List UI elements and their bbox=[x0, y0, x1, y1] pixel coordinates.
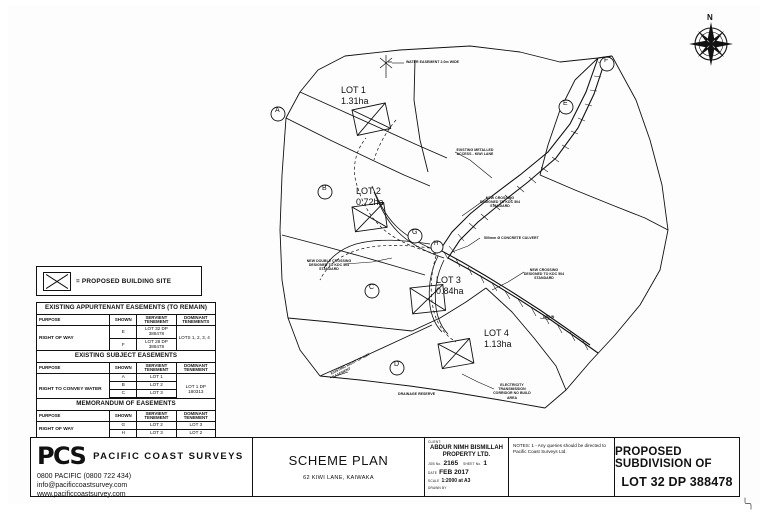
easement-marker-e: E bbox=[563, 100, 568, 107]
title-block: PCS PACIFIC COAST SURVEYS 0800 PACIFIC (… bbox=[30, 437, 740, 498]
easement-marker-a: A bbox=[275, 107, 280, 114]
easement-marker-b: B bbox=[322, 185, 327, 192]
easement-marker-c: C bbox=[369, 284, 375, 291]
cell-shown: A bbox=[109, 373, 138, 383]
cell-dominant: LOT 3 bbox=[175, 421, 217, 431]
table-memorandum-of-easements: MEMORANDUM OF EASEMENTS PURPOSE SHOWN SE… bbox=[35, 398, 217, 439]
col-servient: SERVIENT TENEMENT bbox=[136, 313, 177, 327]
cell-servient: LOT 1 bbox=[136, 373, 177, 383]
main-title-line-1: PROPOSED SUBDIVISION OF bbox=[615, 445, 712, 470]
table-row: RIGHT OF WAY E LOT 32 DP 388478 LOTS 1, … bbox=[35, 325, 217, 352]
cell-shown: B bbox=[109, 381, 138, 391]
lot-4-area: 1.13ha bbox=[484, 339, 512, 350]
website-url[interactable]: www.pacificcoastsurvey.com bbox=[37, 490, 126, 498]
col-dominant: DOMINANT TENEMENT bbox=[175, 361, 217, 375]
cell-shown: G bbox=[109, 421, 138, 431]
legend-box: = PROPOSED BUILDING SITE bbox=[36, 266, 202, 296]
cell-shown: E bbox=[109, 325, 138, 340]
col-dominant: DOMINANT TENEMENT bbox=[175, 409, 217, 423]
lot-label-1: LOT 1 1.31ha bbox=[341, 85, 369, 108]
lot-2-name: LOT 2 bbox=[356, 186, 381, 196]
sheet-number: 1 bbox=[483, 460, 488, 468]
client-name: ABDUR NIMH BISMILLAH PROPERTY LTD. bbox=[430, 445, 503, 458]
cell-servient: LOT 3 bbox=[136, 389, 177, 398]
lot-label-4: LOT 4 1.13ha bbox=[484, 328, 512, 351]
lot-label-3: LOT 3 0.84ha bbox=[436, 275, 464, 298]
lot-label-2: LOT 2 0.72ha bbox=[356, 186, 384, 209]
main-title-line-2: LOT 32 DP 388478 bbox=[621, 474, 733, 489]
annotation-drain: DRAIN bbox=[543, 315, 555, 319]
annotation-drainage-reserve: DRAINAGE RESERVE bbox=[398, 392, 436, 396]
compass-rose bbox=[689, 22, 733, 66]
annotation-electricity-corridor: ELECTRICITY TRANSMISSION CORRIDOR NO BUI… bbox=[493, 383, 531, 400]
scale-value: 1:2000 at A3 bbox=[441, 478, 471, 485]
easement-marker-d: D bbox=[394, 361, 400, 368]
col-shown: SHOWN bbox=[109, 409, 138, 423]
annotation-existing-access: EXISTING METALLED ACCESS - KIWI LANE bbox=[456, 148, 494, 157]
sheet-label: SHEET No. bbox=[463, 462, 482, 467]
table-title: EXISTING SUBJECT EASEMENTS bbox=[36, 350, 216, 363]
scale-label: SCALE bbox=[428, 479, 440, 484]
table-title: EXISTING APPURTENANT EASEMENTS (TO REMAI… bbox=[36, 302, 216, 315]
surveyor-block: PCS PACIFIC COAST SURVEYS 0800 PACIFIC (… bbox=[31, 438, 253, 498]
col-servient: SERVIENT TENEMENT bbox=[136, 409, 177, 423]
phone-number: 0800 PACIFIC (0800 722 434) bbox=[37, 473, 132, 480]
plan-title: SCHEME PLAN bbox=[288, 453, 389, 468]
table-existing-appurtenant-easements: EXISTING APPURTENANT EASEMENTS (TO REMAI… bbox=[35, 302, 217, 352]
cell-purpose: RIGHT OF WAY bbox=[35, 325, 111, 352]
north-label: N bbox=[707, 13, 713, 22]
notes-block: NOTES: 1 - Any queries should be directe… bbox=[509, 438, 615, 496]
lot-4-name: LOT 4 bbox=[484, 328, 509, 338]
annotation-new-crossing-upper: NEW CROSSING DESIGNED TO KDC 504 STANDAR… bbox=[479, 196, 521, 209]
client-block: CLIENT: ABDUR NIMH BISMILLAH PROPERTY LT… bbox=[425, 438, 509, 496]
cell-servient: LOT 2 bbox=[136, 421, 177, 431]
col-purpose: PURPOSE bbox=[35, 361, 111, 375]
company-name: PACIFIC COAST SURVEYS bbox=[93, 450, 244, 462]
easement-marker-f: F bbox=[604, 57, 609, 64]
cell-shown: C bbox=[109, 389, 138, 398]
col-purpose: PURPOSE bbox=[35, 409, 111, 423]
email-address[interactable]: info@pacificcoastsurvey.com bbox=[37, 481, 128, 489]
drawn-by-label: DRAWN BY bbox=[428, 486, 447, 491]
job-number: 2165 bbox=[443, 460, 459, 468]
plan-address: 62 KIWI LANE, KAIWAKA bbox=[303, 475, 374, 481]
cell-dominant: LOTS 1, 2, 3, 4 bbox=[175, 325, 217, 352]
easement-marker-g: G bbox=[412, 229, 418, 236]
annotation-culvert: 500mm Ø CONCRETE CULVERT bbox=[484, 236, 539, 240]
annotation-new-double-crossing: NEW DOUBLE CROSSING DESIGNED TO KDC 504 … bbox=[306, 259, 352, 272]
date-label: DATE bbox=[428, 471, 438, 476]
table-row: RIGHT OF WAY G LOT 2 LOT 3 bbox=[35, 421, 217, 439]
col-shown: SHOWN bbox=[109, 313, 138, 327]
legend-text: = PROPOSED BUILDING SITE bbox=[76, 277, 172, 285]
lot-3-name: LOT 3 bbox=[436, 275, 461, 285]
date-value: FEB 2017 bbox=[439, 469, 469, 477]
lot-3-area: 0.84ha bbox=[436, 286, 464, 297]
table-title: MEMORANDUM OF EASEMENTS bbox=[36, 398, 216, 411]
pcs-logo: PCS bbox=[37, 442, 87, 470]
cell-purpose: RIGHT OF WAY bbox=[35, 421, 111, 439]
job-label: JOB No. bbox=[428, 462, 442, 467]
col-servient: SERVIENT TENEMENT bbox=[136, 361, 177, 375]
signature-scribble: ╰╮ bbox=[741, 499, 754, 510]
cell-servient: LOT 32 DP 388478 bbox=[136, 325, 177, 340]
lot-2-area: 0.72ha bbox=[356, 197, 384, 208]
lot-1-name: LOT 1 bbox=[341, 85, 366, 95]
col-purpose: PURPOSE bbox=[35, 313, 111, 327]
main-title-block: PROPOSED SUBDIVISION OF LOT 32 DP 388478 bbox=[615, 438, 739, 496]
cell-servient: LOT 2 bbox=[136, 381, 177, 391]
col-dominant: DOMINANT TENEMENTS bbox=[175, 313, 217, 327]
proposed-building-site-symbol bbox=[43, 271, 71, 291]
table-row: RIGHT TO CONVEY WATER A LOT 1 LOT 1 DP 1… bbox=[35, 373, 217, 406]
annotation-new-crossing-lower: NEW CROSSING DESIGNED TO KDC 504 STANDAR… bbox=[523, 268, 565, 281]
plan-title-block: SCHEME PLAN 62 KIWI LANE, KAIWAKA bbox=[253, 438, 425, 496]
col-shown: SHOWN bbox=[109, 361, 138, 375]
annotation-water-easement: WATER EASEMENT 2.0m WIDE bbox=[406, 60, 460, 64]
client-label: CLIENT: bbox=[428, 440, 442, 444]
lot-1-area: 1.31ha bbox=[341, 96, 369, 107]
easement-marker-h: H bbox=[434, 241, 439, 247]
